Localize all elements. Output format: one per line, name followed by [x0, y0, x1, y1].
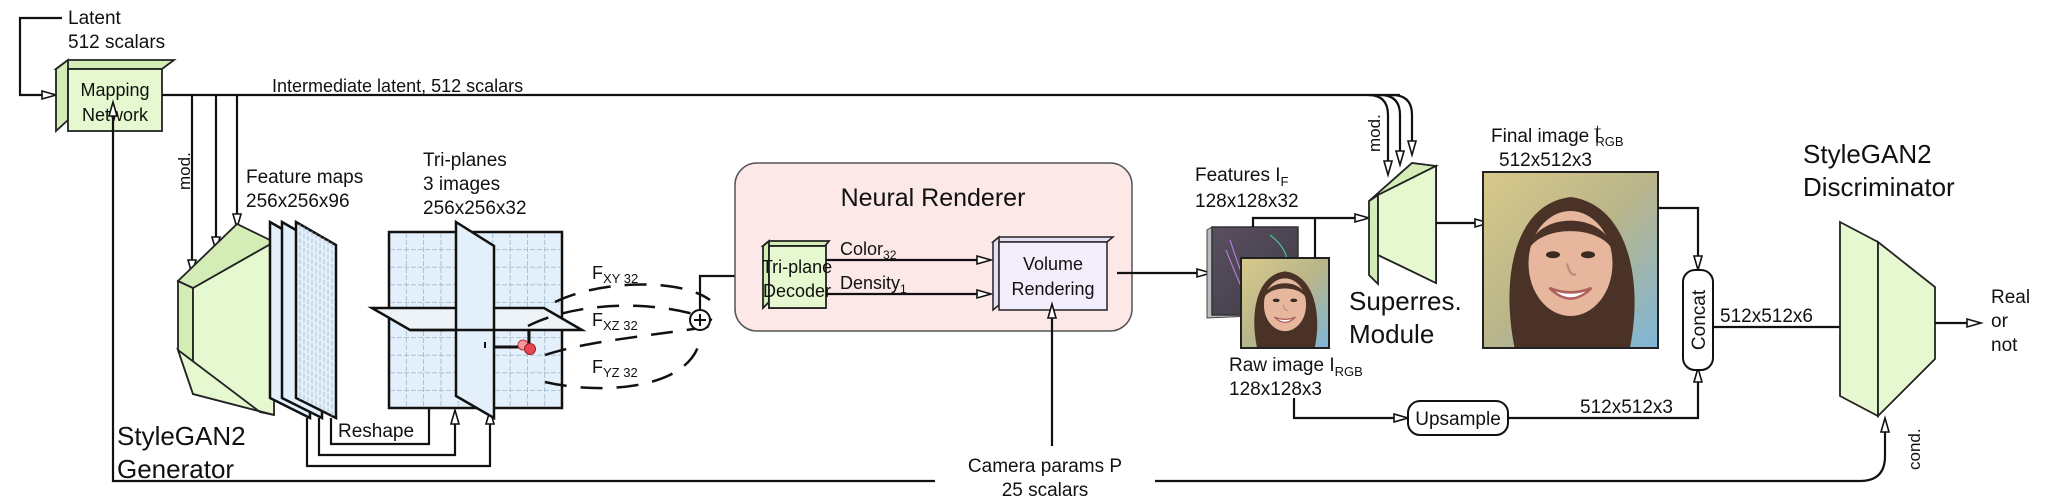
mapping-label-1: Mapping [80, 80, 149, 100]
mapping-network-box[interactable] [67, 68, 163, 132]
upsample-label: Upsample [1415, 409, 1501, 430]
decoder-label-2: Decoder [763, 281, 831, 301]
stylegan2-generator[interactable]: StyleGAN2 Generator [117, 222, 276, 484]
latent-input: Latent 512 scalars [18, 8, 165, 101]
latent-label-1: Latent [68, 8, 122, 29]
triplanes-label-2: 3 images [423, 174, 500, 195]
latent-label-2: 512 scalars [68, 32, 165, 53]
discriminator-output: Real or not [1991, 287, 2030, 356]
discriminator-label-1: StyleGAN2 [1803, 139, 1932, 169]
f-yz-label: FYZ 32 [592, 357, 638, 380]
triplanes: Tri-planes 3 images 256x256x32 [367, 150, 587, 421]
feature-maps: Feature maps 256x256x96 [246, 167, 363, 421]
mapping-network[interactable]: Mapping Network [53, 58, 177, 134]
reshape-connectors: Reshape [305, 327, 496, 468]
yz-plane [454, 219, 496, 421]
triplanes-label-1: Tri-planes [423, 150, 507, 171]
volume-label-2: Rendering [1011, 279, 1094, 299]
intermediate-latent-label: Intermediate latent, 512 scalars [272, 76, 523, 96]
feature-projections: FXY 32 FXZ 32 FYZ 32 [527, 263, 769, 390]
raw-image-label: Raw image IRGB [1229, 355, 1363, 379]
volume-label-1: Volume [1023, 254, 1083, 274]
upsample-out-label: 512x512x3 [1580, 397, 1673, 418]
neural-renderer-title: Neural Renderer [841, 184, 1026, 212]
output-label-2: or [1991, 311, 2009, 332]
volume-rendering[interactable]: Volume Rendering [990, 235, 1116, 312]
concat-out-label: 512x512x6 [1720, 306, 1813, 327]
triplanes-label-3: 256x256x32 [423, 198, 527, 219]
density-label: Density1 [840, 273, 907, 296]
superres-label-2: Module [1349, 319, 1434, 349]
output-label-3: not [1991, 335, 2018, 356]
neural-renderer[interactable]: Neural Renderer Tri-plane Decoder Color3… [734, 162, 1214, 332]
upsample-path: Upsample 512x512x3 [1292, 365, 1704, 436]
f-xy-label: FXY 32 [592, 263, 638, 286]
decoder-label-1: Tri-plane [762, 257, 832, 277]
raw-image-size-label: 128x128x3 [1229, 379, 1322, 400]
f-xz-label: FXZ 32 [592, 310, 638, 333]
output-label-1: Real [1991, 287, 2030, 308]
generator-label-2: Generator [117, 454, 234, 484]
camera-params: Camera params P 25 scalars [107, 99, 1891, 501]
camera-label-1: Camera params P [968, 456, 1122, 477]
final-image: Final image I+RGB 512x512x3 [1482, 121, 1659, 349]
features-label: Features IF [1195, 165, 1289, 189]
feature-maps-label-1: Feature maps [246, 167, 363, 188]
mod-generator-label: mod. [175, 152, 194, 190]
mod-superres-label: mod. [1365, 114, 1384, 152]
sample-point [524, 343, 536, 355]
concat-node[interactable]: Concat [1682, 269, 1714, 371]
discriminator-label-2: Discriminator [1803, 172, 1955, 202]
triplane-decoder[interactable]: Tri-plane Decoder [760, 239, 832, 311]
superres-label-1: Superres. [1349, 286, 1462, 316]
features-size-label: 128x128x32 [1195, 191, 1299, 212]
color-label: Color32 [840, 239, 897, 262]
raw-image: Raw image IRGB 128x128x3 [1229, 257, 1363, 400]
concat-label: Concat [1689, 289, 1710, 350]
superres-module[interactable]: Superres. Module [1349, 162, 1462, 349]
feature-maps-label-2: 256x256x96 [246, 191, 350, 212]
reshape-label: Reshape [338, 421, 414, 442]
cond-label: cond. [1905, 428, 1924, 470]
sum-node [689, 309, 711, 331]
final-image-size-label: 512x512x3 [1499, 150, 1592, 171]
camera-label-2: 25 scalars [1002, 480, 1089, 501]
final-image-label: Final image I+RGB [1491, 121, 1624, 149]
stylegan2-discriminator[interactable]: StyleGAN2 Discriminator cond. [1803, 139, 1955, 470]
intermediate-latent-bus: Intermediate latent, 512 scalars mod. mo… [162, 76, 1418, 277]
generator-label-1: StyleGAN2 [117, 421, 246, 451]
